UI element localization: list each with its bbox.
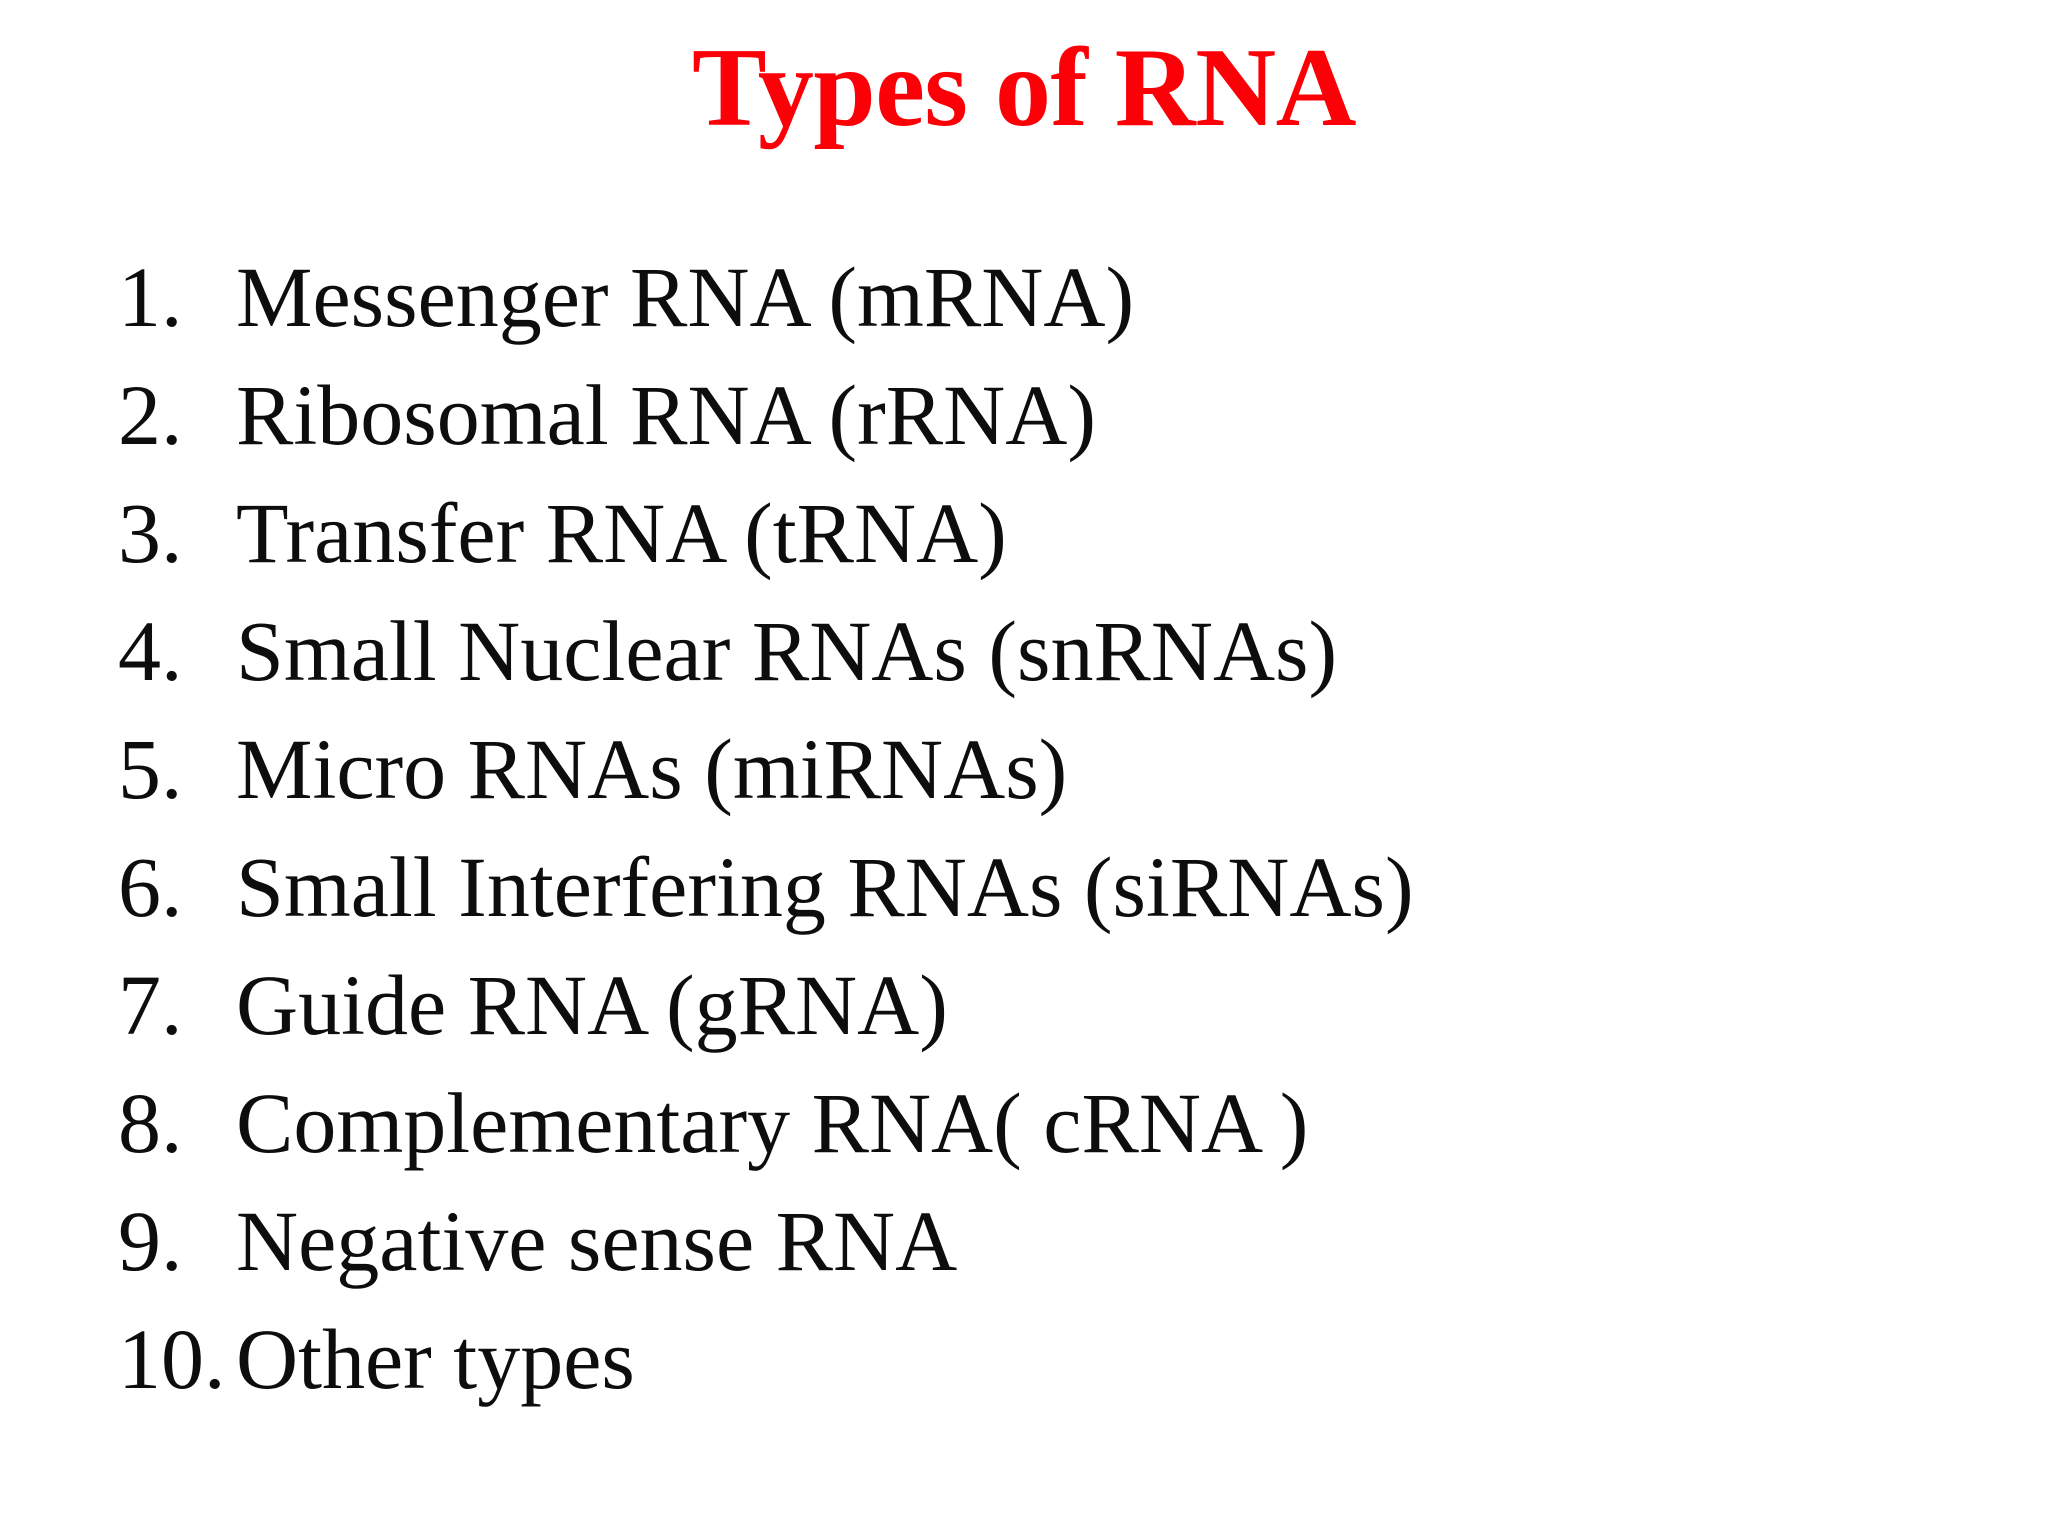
list-item: 9. Negative sense RNA [118, 1182, 1918, 1300]
list-item-number: 3. [118, 485, 183, 581]
rna-types-list: 1. Messenger RNA (mRNA) 2. Ribosomal RNA… [118, 238, 1918, 1418]
list-item: 7. Guide RNA (gRNA) [118, 946, 1918, 1064]
list-item: 1. Messenger RNA (mRNA) [118, 238, 1918, 356]
list-item: 4. Small Nuclear RNAs (snRNAs) [118, 592, 1918, 710]
list-item: 8. Complementary RNA( cRNA ) [118, 1064, 1918, 1182]
list-item-number: 4. [118, 603, 183, 699]
list-item-label: Complementary RNA( cRNA ) [236, 1075, 1309, 1171]
list-item-number: 5. [118, 721, 183, 817]
list-item: 2. Ribosomal RNA (rRNA) [118, 356, 1918, 474]
list-item: 6. Small Interfering RNAs (siRNAs) [118, 828, 1918, 946]
list-item-number: 9. [118, 1193, 183, 1289]
list-item-label: Negative sense RNA [236, 1193, 958, 1289]
list-item-number: 6. [118, 839, 183, 935]
list-item-label: Messenger RNA (mRNA) [236, 249, 1135, 345]
list-item-label: Micro RNAs (miRNAs) [236, 721, 1068, 817]
list-item-number: 10. [118, 1311, 226, 1407]
list-item-number: 1. [118, 249, 183, 345]
list-item: 10. Other types [118, 1300, 1918, 1418]
list-item-label: Small Nuclear RNAs (snRNAs) [236, 603, 1338, 699]
list-item-number: 8. [118, 1075, 183, 1171]
list-item-label: Ribosomal RNA (rRNA) [236, 367, 1096, 463]
list-item-label: Guide RNA (gRNA) [236, 957, 948, 1053]
page-title: Types of RNA [692, 26, 1356, 150]
list-item-label: Transfer RNA (tRNA) [236, 485, 1007, 581]
list-item-label: Small Interfering RNAs (siRNAs) [236, 839, 1414, 935]
list-item: 5. Micro RNAs (miRNAs) [118, 710, 1918, 828]
list-item-number: 2. [118, 367, 183, 463]
list-item-label: Other types [236, 1311, 635, 1407]
list-item-number: 7. [118, 957, 183, 1053]
list-item: 3. Transfer RNA (tRNA) [118, 474, 1918, 592]
